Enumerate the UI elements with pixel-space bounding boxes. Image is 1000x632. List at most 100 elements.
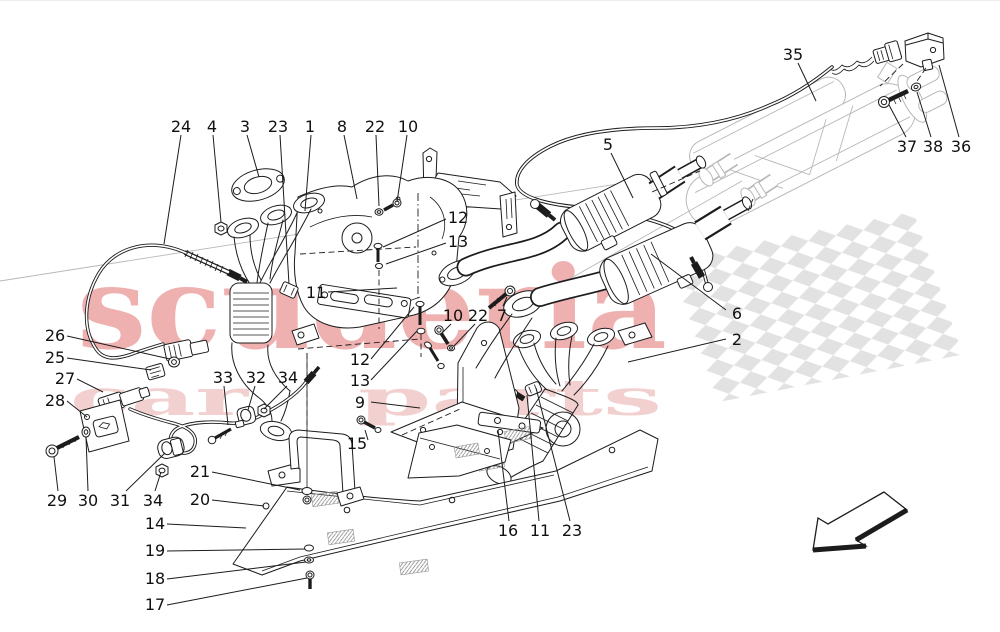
leader-line-13 [385, 242, 447, 265]
leader-line-7 [502, 296, 508, 307]
part-label-20: 20 [190, 490, 210, 509]
part-label-22: 22 [468, 306, 488, 325]
part-label-34: 34 [143, 491, 163, 510]
leader-line-23 [279, 134, 290, 285]
leader-line-38 [916, 91, 932, 138]
part-label-33: 33 [213, 368, 233, 387]
part-label-11: 11 [306, 283, 326, 302]
leader-line-8 [343, 134, 358, 200]
part-label-24: 24 [171, 117, 191, 136]
part-label-31: 31 [110, 491, 130, 510]
grommet-26 [168, 356, 180, 368]
checkered-flag-watermark [668, 211, 963, 403]
leader-line-13 [370, 330, 418, 381]
leader-line-2 [627, 338, 727, 363]
leader-line-34 [263, 385, 288, 410]
leader-line-22 [453, 323, 476, 347]
leader-line-34 [154, 471, 162, 492]
leader-line-30 [85, 436, 89, 492]
leader-line-4 [212, 134, 222, 223]
leader-line-37 [888, 104, 907, 138]
part-label-22: 22 [365, 117, 385, 136]
leader-line-15 [364, 429, 369, 441]
part-label-23: 23 [268, 117, 288, 136]
part-label-12: 12 [350, 350, 370, 369]
shield-lower-strip [317, 284, 412, 319]
part-label-23: 23 [562, 521, 582, 540]
part-label-36: 36 [951, 137, 971, 156]
leader-line-16 [497, 429, 510, 522]
clamp-32-group [207, 403, 271, 445]
part-label-18: 18 [145, 569, 165, 588]
leader-line-20 [211, 499, 265, 507]
part-label-38: 38 [923, 137, 943, 156]
part-label-19: 19 [145, 541, 165, 560]
leader-line-33 [223, 385, 229, 426]
part-label-37: 37 [897, 137, 917, 156]
part-label-5: 5 [603, 135, 613, 154]
part-label-27: 27 [55, 369, 75, 388]
part-label-16: 16 [498, 521, 518, 540]
bracket-plate-15 [407, 424, 512, 479]
rubber-mount-31 [155, 436, 185, 478]
gasket-3 [231, 168, 285, 202]
part-label-32: 32 [246, 368, 266, 387]
leader-line-22 [375, 134, 380, 207]
nut-4 [214, 221, 228, 236]
part-label-13: 13 [350, 371, 370, 390]
leader-line-26 [66, 335, 171, 360]
part-label-25: 25 [45, 348, 65, 367]
part-label-7: 7 [497, 306, 507, 325]
leader-line-19 [166, 548, 306, 552]
nut-34-right [257, 403, 271, 418]
cable-connector [163, 339, 210, 362]
leader-line-12 [382, 218, 447, 248]
leader-line-28 [66, 400, 88, 418]
leader-line-17 [166, 577, 308, 606]
part-label-6: 6 [732, 304, 742, 323]
leader-line-32 [247, 385, 256, 411]
part-label-2: 2 [732, 330, 742, 349]
part-label-34: 34 [278, 368, 298, 387]
orientation-arrow [812, 491, 909, 553]
clip-25 [145, 363, 166, 381]
leader-line-18 [166, 561, 307, 580]
skid-plate-14 [232, 353, 659, 589]
leader-line-35 [797, 62, 817, 102]
part-label-9: 9 [355, 393, 365, 412]
leader-line-31 [125, 452, 166, 492]
leader-line-6 [650, 253, 727, 311]
heat-shield-8 [293, 175, 468, 350]
leader-line-10 [396, 134, 408, 203]
part-label-17: 17 [145, 595, 165, 614]
leader-line-5 [610, 152, 634, 199]
leader-line-36 [938, 64, 960, 138]
part-label-29: 29 [47, 491, 67, 510]
clamp-23-upper [279, 281, 299, 299]
part-label-11: 11 [530, 521, 550, 540]
part-label-8: 8 [337, 117, 347, 136]
sensor-box-36 [872, 32, 945, 87]
part-label-28: 28 [45, 391, 65, 410]
bolt-37-washer-38 [878, 82, 922, 108]
part-label-1: 1 [305, 117, 315, 136]
u-bracket-16 [267, 429, 365, 507]
catalyst-assembly-5 [438, 155, 707, 287]
leader-line-14 [166, 523, 247, 529]
part-label-26: 26 [45, 326, 65, 345]
leader-line-24 [163, 134, 182, 245]
part-label-15: 15 [347, 434, 367, 453]
leader-line-3 [246, 134, 260, 178]
part-label-12: 12 [448, 208, 468, 227]
leader-line-9 [370, 401, 421, 409]
leader-line-25 [66, 357, 152, 371]
part-label-4: 4 [207, 117, 217, 136]
leader-line-10 [440, 323, 452, 335]
part-label-13: 13 [448, 232, 468, 251]
part-label-3: 3 [240, 117, 250, 136]
part-label-35: 35 [783, 45, 803, 64]
leader-line-11 [526, 394, 540, 522]
